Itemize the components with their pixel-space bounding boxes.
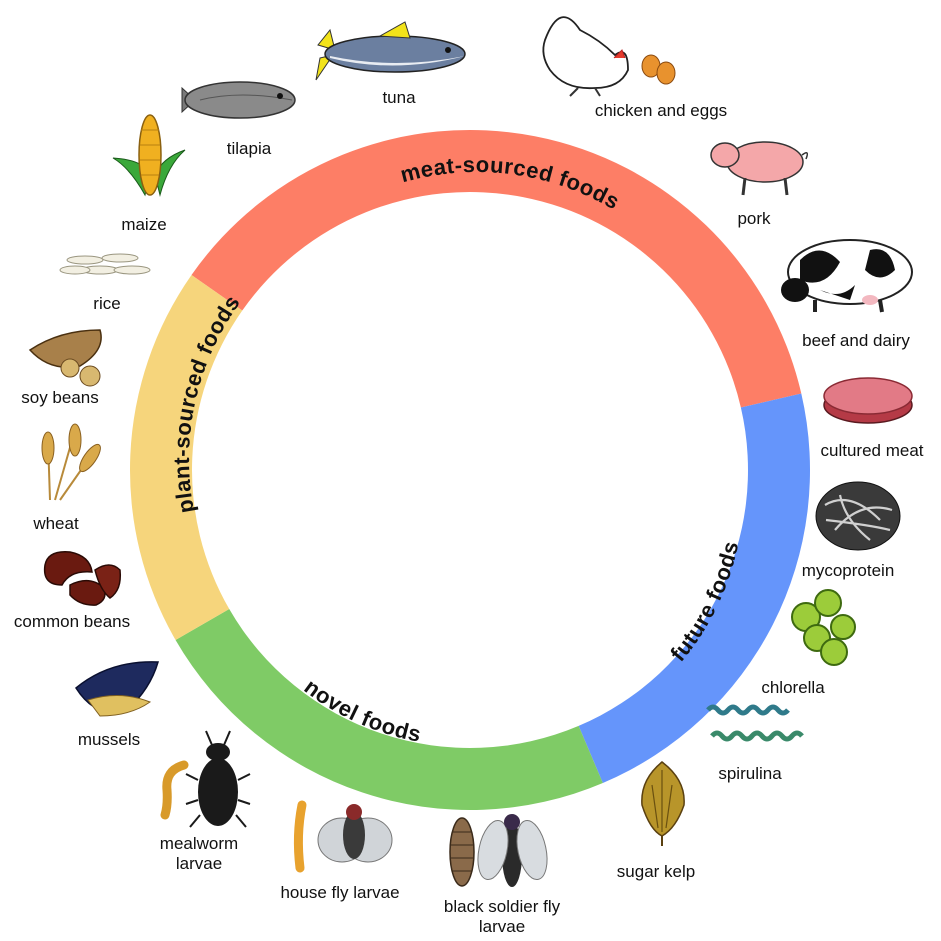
mycoprotein-icon	[815, 481, 901, 551]
label-tilapia: tilapia	[227, 139, 272, 158]
label-wheat: wheat	[32, 514, 79, 533]
maize-icon	[112, 114, 186, 197]
label-cultured-meat: cultured meat	[821, 441, 924, 460]
label-house-fly-larvae: house fly larvae	[280, 883, 399, 902]
cow-icon	[781, 239, 913, 313]
mussels-icon	[75, 661, 159, 717]
label-maize: maize	[121, 215, 166, 234]
label-chicken-and-eggs: chicken and eggs	[595, 101, 727, 120]
label-common-beans: common beans	[14, 612, 130, 631]
label-mealworm-line2: larvae	[176, 854, 222, 873]
label-tuna: tuna	[382, 88, 416, 107]
label-mussels: mussels	[78, 730, 140, 749]
chlorella-icon	[791, 589, 856, 666]
mealworm-beetle-icon	[160, 730, 251, 828]
label-sugar-kelp: sugar kelp	[617, 862, 695, 881]
label-chlorella: chlorella	[761, 678, 825, 697]
label-pork: pork	[737, 209, 771, 228]
item-labels: tuna chicken and eggs pork beef and dair…	[14, 88, 924, 936]
segment-plant-sourced-foods	[129, 274, 243, 640]
rice-icon	[59, 253, 151, 275]
tuna-icon	[315, 21, 466, 81]
common-beans-icon	[43, 551, 122, 606]
label-mealworm-line1: mealworm	[160, 834, 238, 853]
label-black-soldier-fly-line1: black soldier fly	[444, 897, 561, 916]
segment-meat-sourced-foods	[191, 129, 802, 408]
chicken-and-eggs-icon	[542, 16, 676, 97]
label-beef-and-dairy: beef and dairy	[802, 331, 910, 350]
label-rice: rice	[93, 294, 120, 313]
label-soy-beans: soy beans	[21, 388, 99, 407]
spirulina-icon	[706, 704, 804, 742]
soy-beans-icon	[28, 329, 102, 387]
wheat-icon	[41, 423, 101, 501]
tilapia-icon	[181, 81, 296, 119]
segment-novel-foods	[175, 609, 603, 810]
label-black-soldier-fly-line2: larvae	[479, 917, 525, 936]
sugar-kelp-icon	[641, 761, 685, 846]
black-soldier-fly-icon	[449, 814, 548, 887]
segment-future-foods	[578, 393, 811, 783]
label-mycoprotein: mycoprotein	[802, 561, 895, 580]
ring	[129, 129, 811, 810]
house-fly-icon	[293, 800, 393, 873]
cultured-meat-icon	[823, 377, 913, 424]
label-spirulina: spirulina	[718, 764, 782, 783]
pig-icon	[710, 141, 809, 196]
